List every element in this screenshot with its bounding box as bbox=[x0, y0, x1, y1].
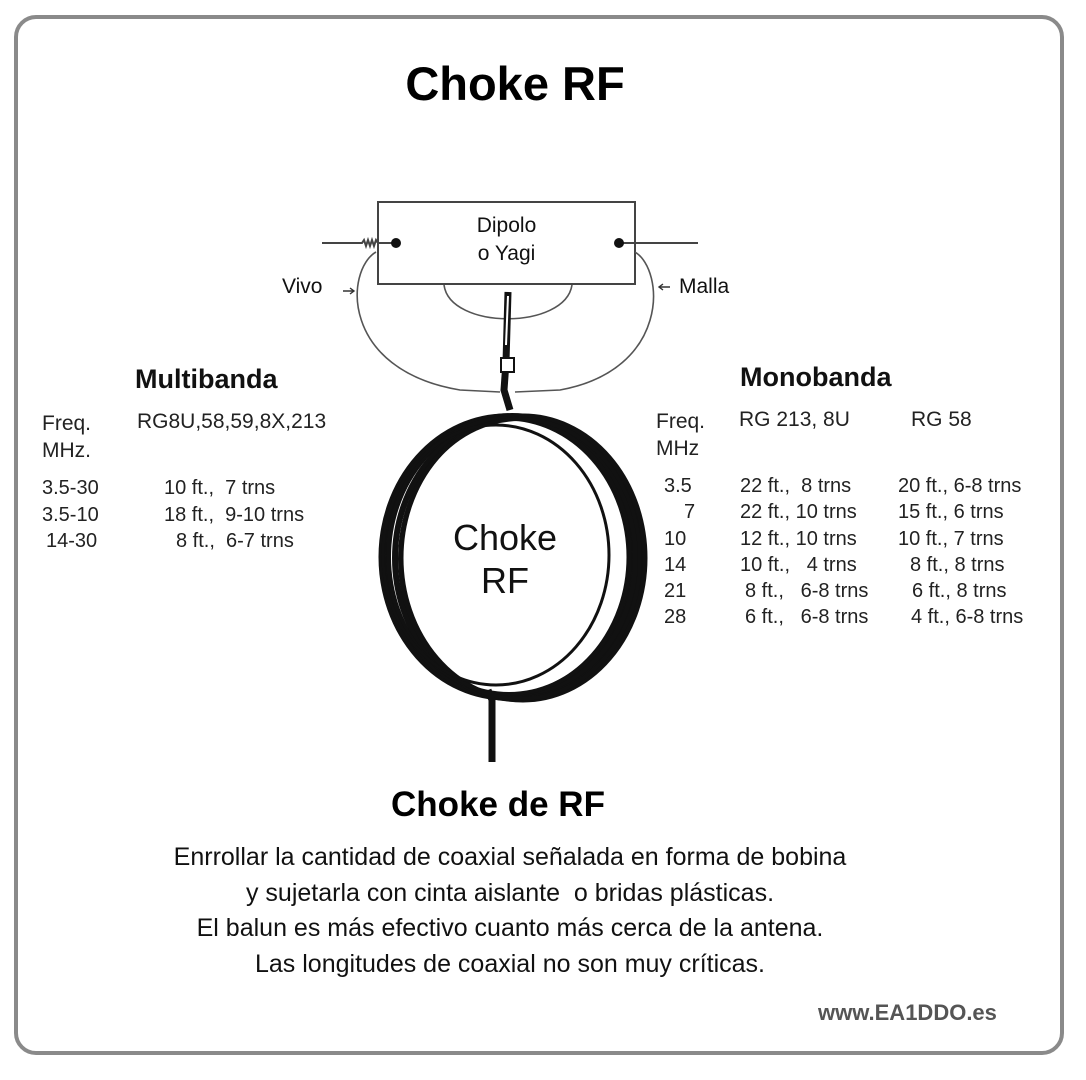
table-cell: 20 ft., 6-8 trns bbox=[898, 475, 1022, 497]
left-terminal bbox=[391, 238, 401, 248]
table-cell: 8 ft., 8 trns bbox=[910, 553, 1005, 576]
antenna-box-label: Dipolo o Yagi bbox=[378, 212, 635, 268]
table-cell: 6 ft., 8 trns bbox=[912, 580, 1007, 603]
multibanda-cable-header: RG8U,58,59,8X,213 bbox=[137, 410, 327, 433]
table-cell: 28 bbox=[664, 606, 687, 629]
table-cell: 15 ft., 6 trns bbox=[898, 501, 1004, 524]
table-cell: 21 bbox=[664, 580, 687, 603]
table-cell: 7 bbox=[684, 501, 696, 524]
monobanda-rg213-col: 22 ft., 8 trns 22 ft., 10 trns 12 ft., 1… bbox=[740, 473, 868, 631]
table-cell: 4 ft., 6-8 trns bbox=[911, 606, 1024, 629]
multibanda-heading: Multibanda bbox=[135, 364, 278, 394]
monobanda-rg58-header: RG 58 bbox=[911, 408, 972, 431]
vivo-label: Vivo bbox=[282, 275, 323, 298]
table-cell: 10 bbox=[664, 527, 687, 550]
monobanda-freq-col: 3.5 7 10 14 21 28 bbox=[664, 473, 695, 631]
table-cell: 14-30 bbox=[46, 530, 98, 552]
description-line: El balun es más efectivo cuanto más cerc… bbox=[196, 914, 824, 942]
coil-label: Choke RF bbox=[430, 516, 580, 602]
vivo-arrow bbox=[343, 287, 356, 295]
antenna-box-line2: o Yagi bbox=[477, 242, 536, 265]
description: Enrrollar la cantidad de coaxial señalad… bbox=[0, 840, 1020, 982]
subtitle: Choke de RF bbox=[391, 785, 605, 824]
malla-label: Malla bbox=[679, 275, 730, 298]
multibanda-freq-header: Freq. MHz. bbox=[42, 410, 91, 464]
table-cell: 10 ft., 7 trns bbox=[898, 527, 1004, 550]
coil-label-line2: RF bbox=[481, 560, 529, 601]
multibanda-freq-header-line2: MHz. bbox=[42, 439, 91, 462]
antenna-box bbox=[377, 201, 636, 285]
table-cell: 12 ft., 10 trns bbox=[740, 527, 857, 550]
table-cell: 18 ft., 9-10 trns bbox=[164, 503, 305, 526]
diagram-frame bbox=[14, 15, 1064, 1055]
table-cell: 10 ft., 4 trns bbox=[740, 553, 857, 576]
description-line: Enrrollar la cantidad de coaxial señalad… bbox=[173, 843, 847, 871]
monobanda-rg58-col: 20 ft., 6-8 trns 15 ft., 6 trns 10 ft., … bbox=[898, 473, 1023, 631]
coax-coil bbox=[378, 413, 648, 703]
malla-arrow bbox=[657, 283, 670, 291]
description-line: Las longitudes de coaxial no son muy crí… bbox=[255, 949, 765, 978]
table-cell: 10 ft., 7 trns bbox=[164, 477, 276, 499]
table-cell: 22 ft., 8 trns bbox=[740, 475, 852, 497]
vivo-wire bbox=[356, 251, 501, 393]
table-cell: 8 ft., 6-7 trns bbox=[176, 530, 294, 552]
monobanda-freq-header: Freq. MHz bbox=[656, 408, 705, 462]
monobanda-freq-header-line1: Freq. bbox=[656, 410, 706, 433]
description-line: y sujetarla con cinta aislante o bridas … bbox=[245, 878, 775, 907]
table-cell: 14 bbox=[664, 553, 687, 576]
antenna-box-line1: Dipolo bbox=[476, 214, 537, 237]
malla-wire bbox=[514, 251, 655, 393]
page-title: Choke RF bbox=[405, 57, 625, 110]
monobanda-freq-header-line2: MHz bbox=[656, 437, 700, 460]
table-cell: 8 ft., 6-8 trns bbox=[745, 580, 869, 603]
coil-label-line1: Choke bbox=[452, 517, 558, 558]
multibanda-rg-col: 10 ft., 7 trns 18 ft., 9-10 trns 8 ft., … bbox=[164, 475, 304, 555]
left-dipole-arm bbox=[322, 236, 396, 250]
multibanda-freq-col: 3.5-30 3.5-10 14-30 bbox=[42, 475, 99, 555]
table-cell: 3.5-10 bbox=[42, 503, 99, 526]
table-cell: 3.5-30 bbox=[42, 477, 99, 499]
monobanda-rg213-header: RG 213, 8U bbox=[739, 408, 850, 431]
coax-out bbox=[484, 688, 496, 762]
multibanda-freq-header-line1: Freq. bbox=[42, 412, 92, 435]
monobanda-heading: Monobanda bbox=[740, 362, 892, 392]
right-terminal bbox=[614, 238, 624, 248]
table-cell: 3.5 bbox=[664, 475, 692, 497]
credit-text: www.EA1DDO.es bbox=[818, 1000, 997, 1025]
table-cell: 22 ft., 10 trns bbox=[740, 501, 857, 524]
table-cell: 6 ft., 6-8 trns bbox=[745, 606, 869, 629]
coax-clamp bbox=[500, 357, 515, 373]
